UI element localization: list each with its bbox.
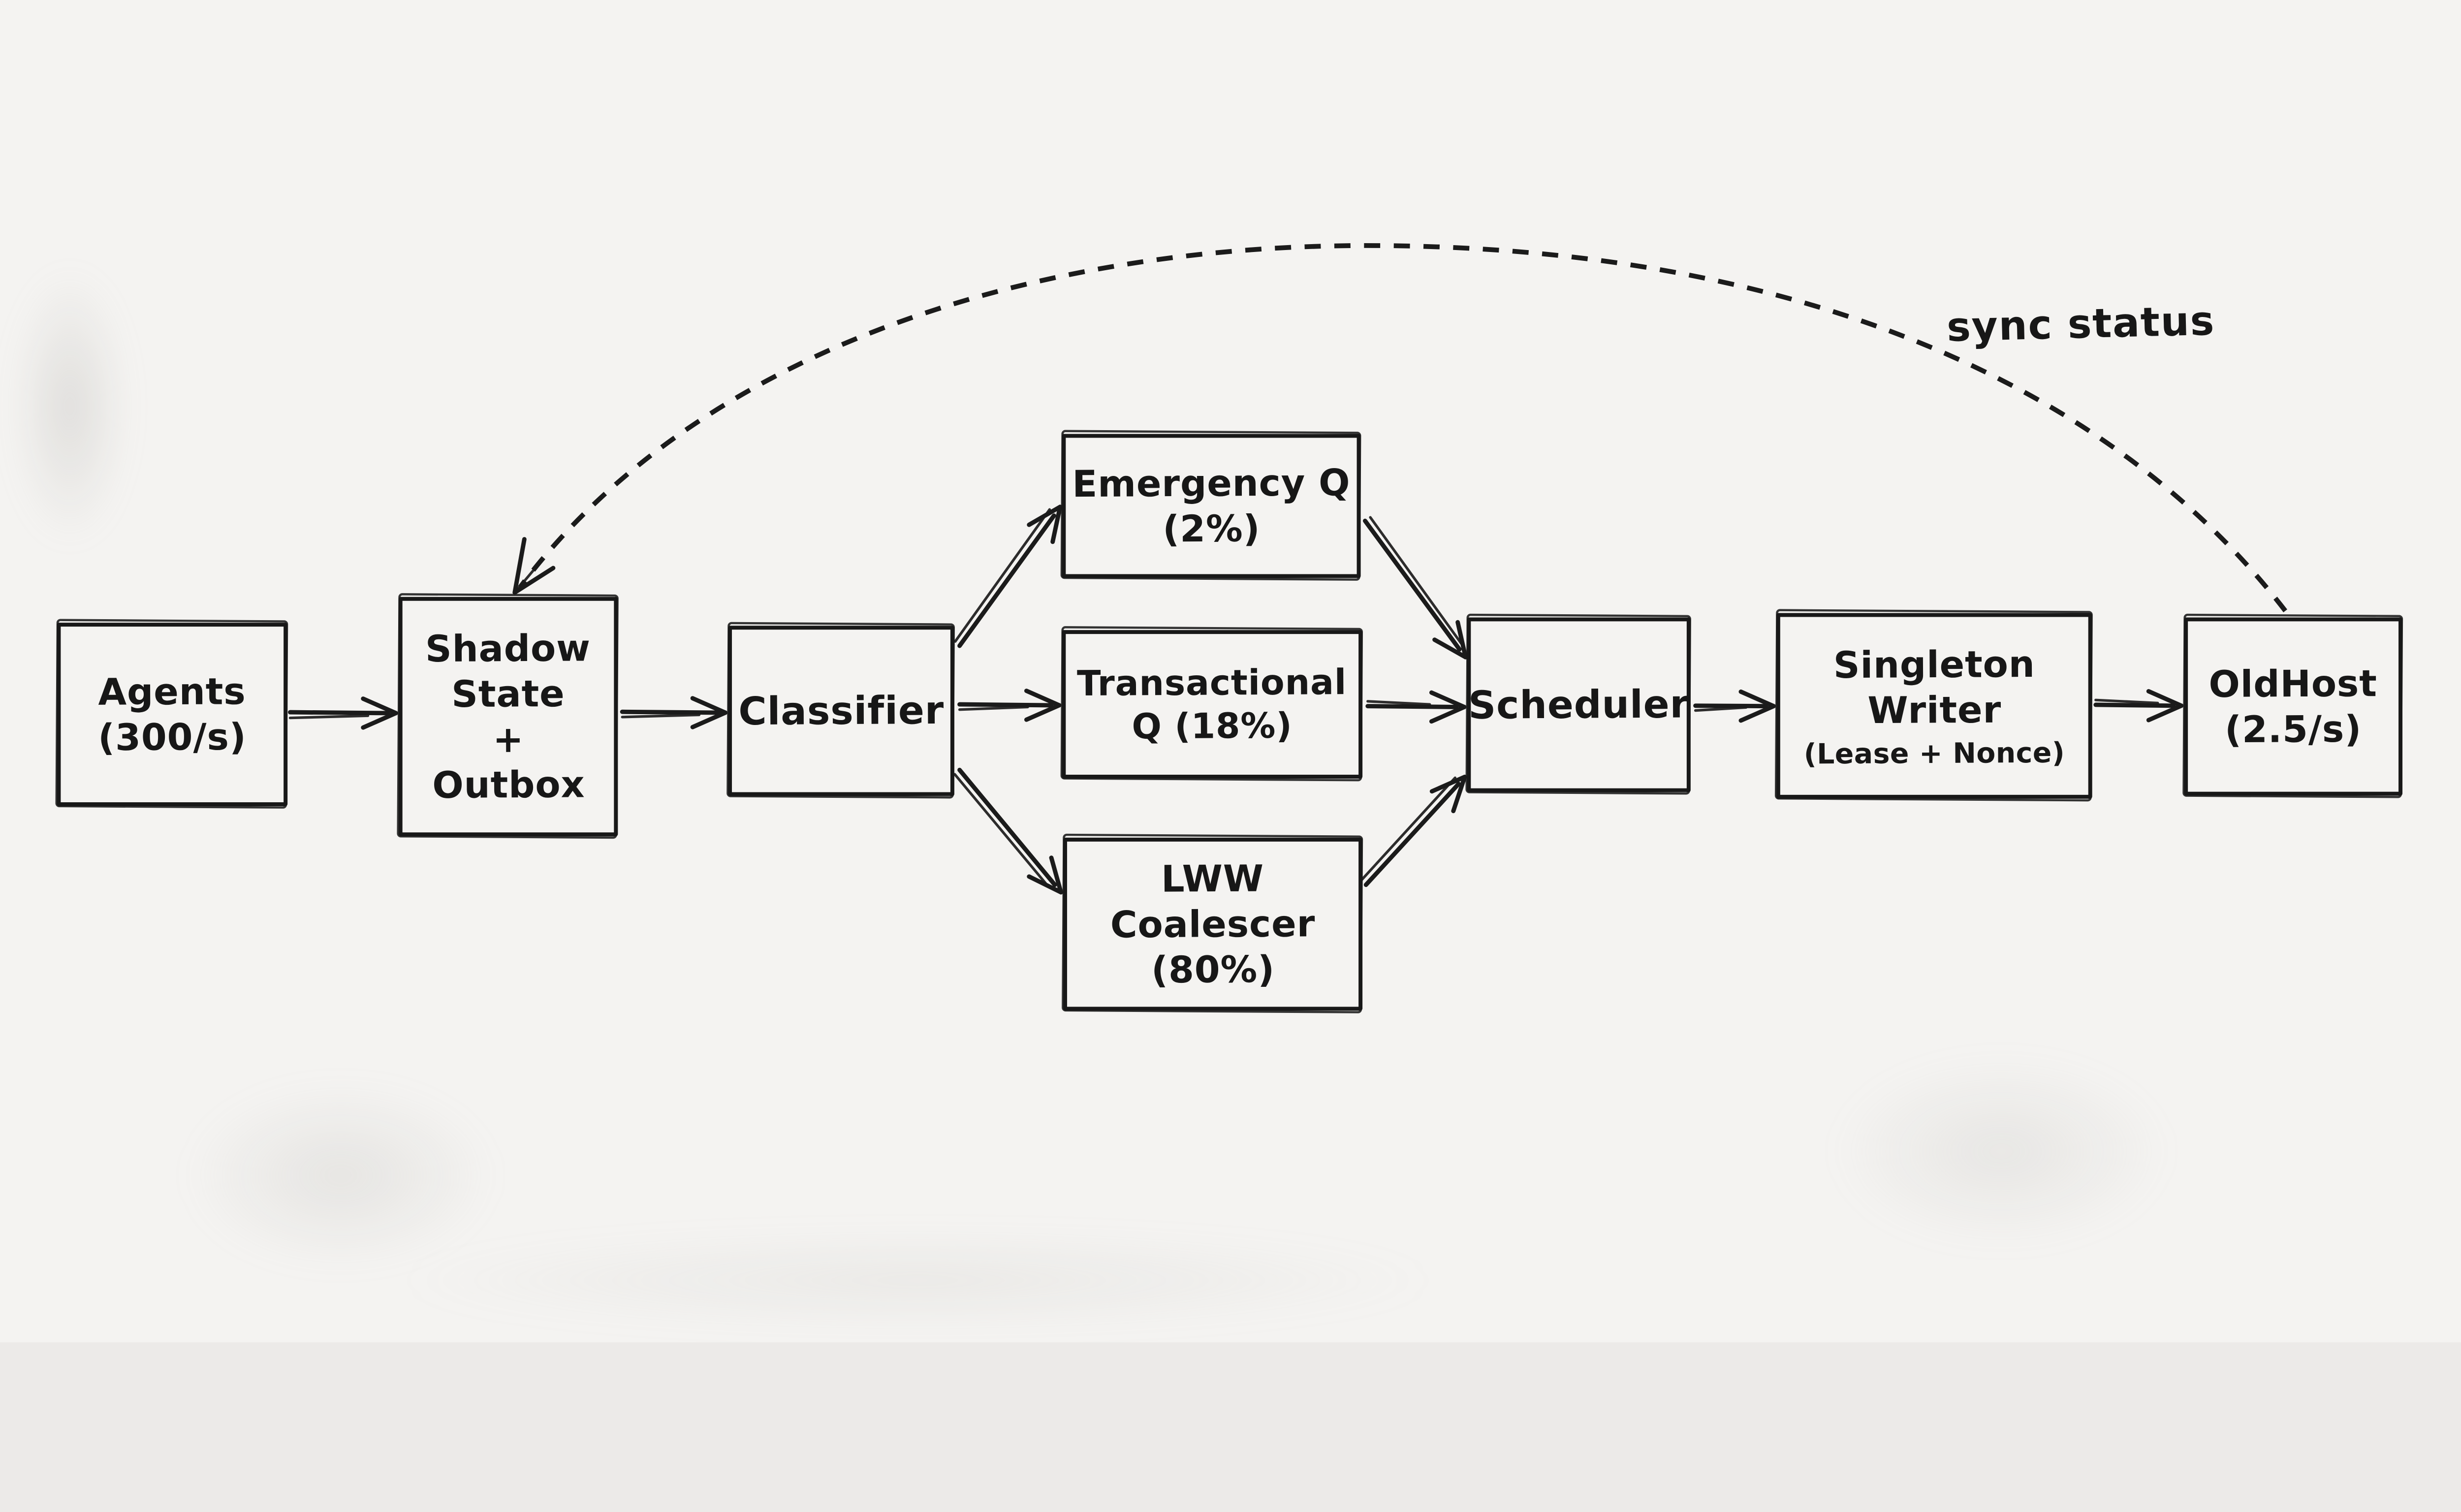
node-label: Scheduler [1468, 682, 1690, 728]
node-label: Classifier [738, 688, 945, 734]
node-label: Agents (300/s) [97, 669, 247, 759]
node-scheduler: Scheduler [1467, 617, 1691, 792]
node-label: Shadow State + Outbox [425, 626, 591, 807]
node-oldhost: OldHost (2.5/s) [2184, 617, 2403, 796]
edge-emergency-q-to-scheduler [1362, 516, 1468, 660]
edge-classifier-to-transactional-q [957, 689, 1062, 722]
edge-scheduler-to-singleton-writer [1693, 689, 1776, 723]
edge-shadow-state-to-classifier [620, 696, 728, 729]
node-singleton-writer: Singleton Writer (Lease + Nonce) [1776, 613, 2092, 799]
edge-transactional-q-to-scheduler [1365, 690, 1467, 724]
edge-lww-coalescer-to-scheduler [1359, 775, 1467, 887]
edge-classifier-to-lww-coalescer [953, 767, 1063, 895]
edges-layer [288, 243, 2287, 895]
node-transactional-q: Transactional Q (18%) [1062, 630, 1363, 779]
node-label: Transactional Q (18%) [1077, 662, 1347, 747]
node-label: LWW Coalescer (80%) [1110, 857, 1316, 992]
edge-oldhost-to-shadow-state-dashed [512, 243, 2287, 613]
node-classifier: Classifier [728, 626, 954, 796]
node-sublabel: (Lease + Nonce) [1803, 736, 2065, 771]
node-label: Emergency Q (2%) [1072, 461, 1351, 551]
edge-singleton-writer-to-oldhost [2093, 689, 2184, 723]
edge-classifier-to-emergency-q [954, 504, 1063, 648]
node-label: Singleton Writer [1833, 643, 2035, 732]
node-label: OldHost (2.5/s) [2209, 662, 2378, 751]
whiteboard-diagram: Agents (300/s) Shadow State + Outbox Cla… [0, 0, 2461, 1342]
node-shadow-state-outbox: Shadow State + Outbox [398, 597, 618, 837]
node-lww-coalescer: LWW Coalescer (80%) [1063, 837, 1363, 1011]
edge-agents-to-shadow-state [288, 696, 398, 730]
node-emergency-q: Emergency Q (2%) [1062, 434, 1361, 578]
edge-label-sync-status: sync status [1946, 297, 2216, 351]
node-agents: Agents (300/s) [57, 623, 288, 806]
